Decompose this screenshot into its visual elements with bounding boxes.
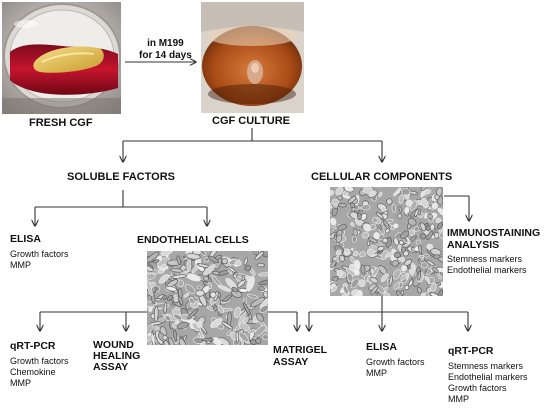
matrigel-block: MATRIGEL ASSAY bbox=[273, 344, 327, 368]
immunostaining-title-1: IMMUNOSTAINING bbox=[447, 227, 541, 239]
qrtpcr-left-block: qRT-PCR Growth factors Chemokine MMP bbox=[10, 341, 69, 389]
elisa-soluble-item: MMP bbox=[10, 259, 31, 270]
elisa-right-item: Growth factors bbox=[366, 356, 425, 367]
fresh-cgf-label: FRESH CGF bbox=[29, 117, 93, 129]
cgf-culture-label: CGF CULTURE bbox=[212, 115, 291, 127]
elisa-soluble-item: Growth factors bbox=[10, 248, 69, 259]
endothelial-cells-heading: ENDOTHELIAL CELLS bbox=[137, 234, 249, 246]
qrtpcr-left-item: Growth factors bbox=[10, 355, 69, 366]
elisa-right-item: MMP bbox=[366, 367, 387, 378]
qrtpcr-right-title: qRT-PCR bbox=[448, 345, 494, 357]
qrtpcr-right-item: MMP bbox=[448, 393, 469, 404]
qrtpcr-right-item: Growth factors bbox=[448, 382, 507, 393]
qrtpcr-right-item: Stemness markers bbox=[448, 360, 524, 371]
qrtpcr-right-block: qRT-PCR Stemness markers Endothelial mar… bbox=[448, 346, 528, 405]
soluble-factors-heading: SOLUBLE FACTORS bbox=[67, 171, 175, 183]
elisa-soluble-block: ELISA Growth factors MMP bbox=[10, 234, 69, 271]
endothelial-micrograph bbox=[147, 251, 268, 345]
fresh-cgf-photo bbox=[2, 2, 121, 114]
wound-healing-line-3: ASSAY bbox=[93, 361, 129, 373]
elisa-soluble-title: ELISA bbox=[10, 233, 41, 245]
incubation-label: in M199 for 14 days bbox=[139, 38, 192, 62]
elisa-right-title: ELISA bbox=[366, 341, 397, 353]
immunostaining-block: IMMUNOSTAINING ANALYSIS Stemness markers… bbox=[447, 227, 540, 276]
immunostaining-title-2: ANALYSIS bbox=[447, 239, 500, 251]
matrigel-line-1: MATRIGEL bbox=[273, 344, 328, 356]
wound-healing-line-1: WOUND bbox=[93, 339, 134, 351]
matrigel-line-2: ASSAY bbox=[273, 356, 309, 368]
incubation-line-1: in M199 bbox=[147, 38, 184, 49]
wound-healing-line-2: HEALING bbox=[93, 350, 141, 362]
qrtpcr-left-title: qRT-PCR bbox=[10, 340, 56, 352]
immunostaining-item: Endothelial markers bbox=[447, 265, 527, 275]
qrtpcr-left-item: Chemokine bbox=[10, 366, 56, 377]
immunostaining-item: Stemness markers bbox=[447, 254, 523, 264]
wound-healing-block: WOUND HEALING ASSAY bbox=[93, 340, 140, 373]
incubation-line-2: for 14 days bbox=[139, 50, 192, 61]
qrtpcr-right-item: Endothelial markers bbox=[448, 371, 528, 382]
elisa-right-block: ELISA Growth factors MMP bbox=[366, 342, 425, 379]
cellular-micrograph bbox=[330, 187, 443, 296]
cgf-culture-photo bbox=[201, 2, 304, 113]
cellular-components-heading: CELLULAR COMPONENTS bbox=[311, 171, 453, 183]
qrtpcr-left-item: MMP bbox=[10, 377, 31, 388]
